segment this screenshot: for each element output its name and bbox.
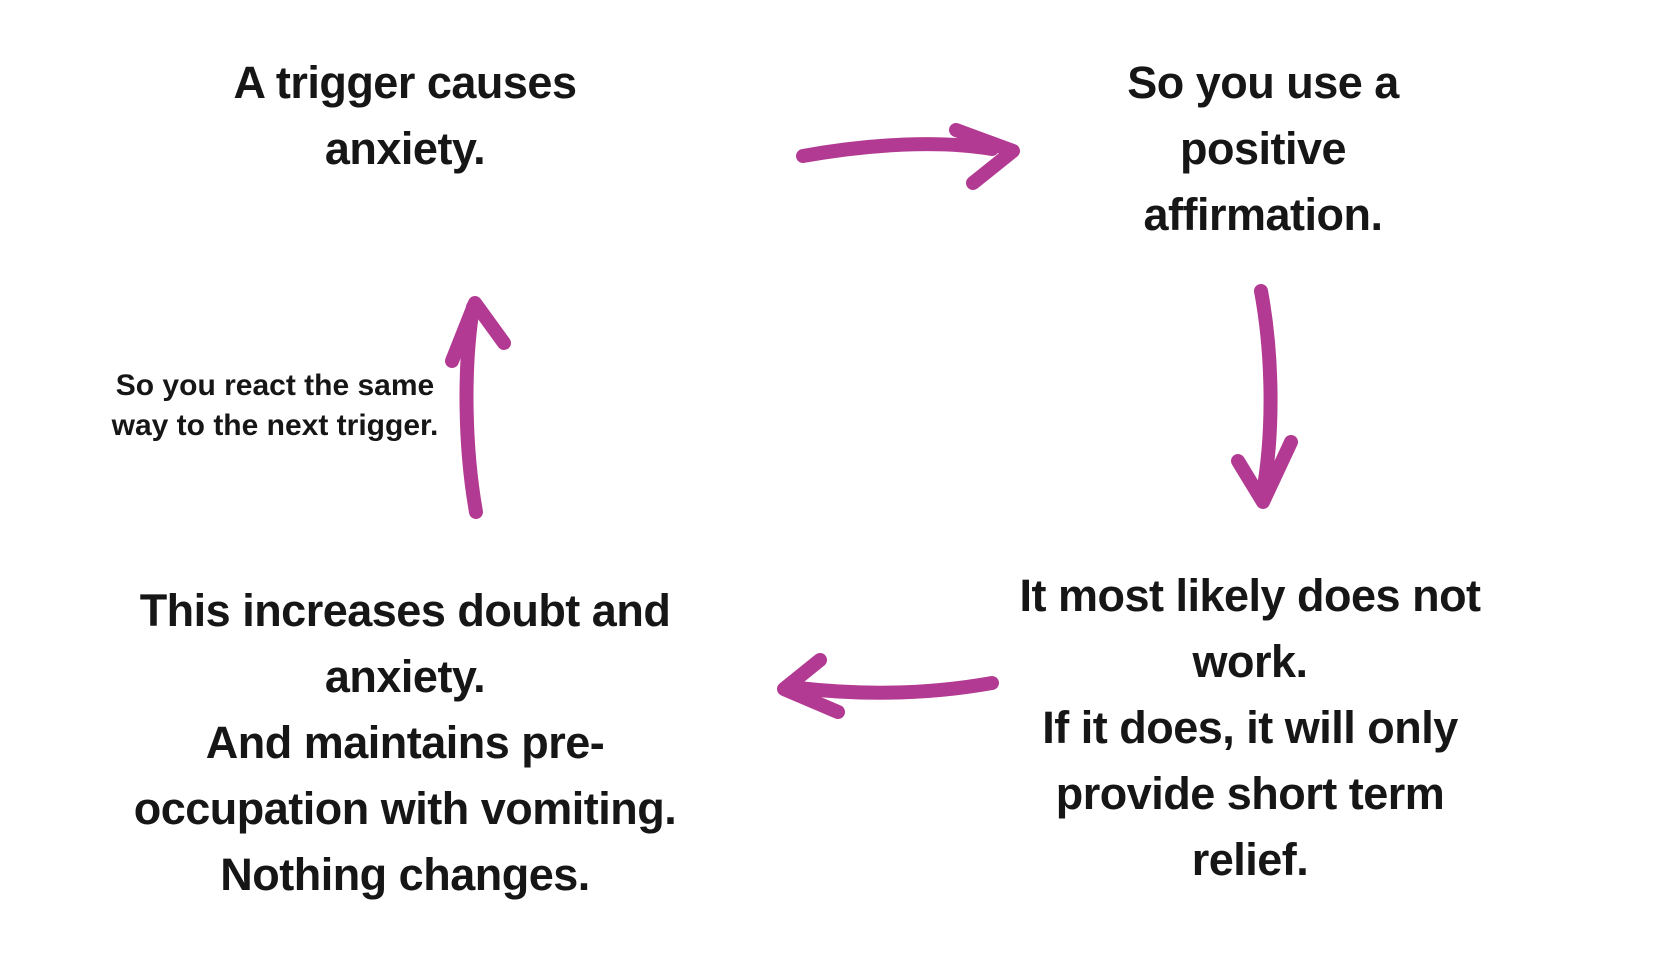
arrow-shaft	[791, 676, 999, 700]
note-react-same-way: So you react the same way to the next tr…	[111, 369, 439, 442]
arrowhead-right-icon	[949, 123, 1020, 190]
arrow-shaft	[1254, 284, 1278, 505]
arrowhead-left-icon	[777, 653, 845, 719]
arrowhead-down-icon	[1231, 435, 1298, 509]
node-trigger-causes-anxiety: A trigger causes anxiety.	[233, 57, 577, 174]
node-does-not-work: It most likely does not work. If it does…	[1019, 570, 1481, 885]
arrow-trigger-to-affirmation-icon	[796, 123, 1020, 190]
arrow-affirmation-to-not-work-icon	[1231, 284, 1298, 509]
node-increases-doubt: This increases doubt and anxiety. And ma…	[133, 585, 677, 900]
node-positive-affirmation: So you use a positive affirmation.	[1127, 57, 1399, 240]
arrow-shaft	[796, 137, 999, 163]
arrow-not-work-to-doubt-icon	[777, 653, 999, 719]
arrowhead-up-icon	[445, 296, 511, 368]
